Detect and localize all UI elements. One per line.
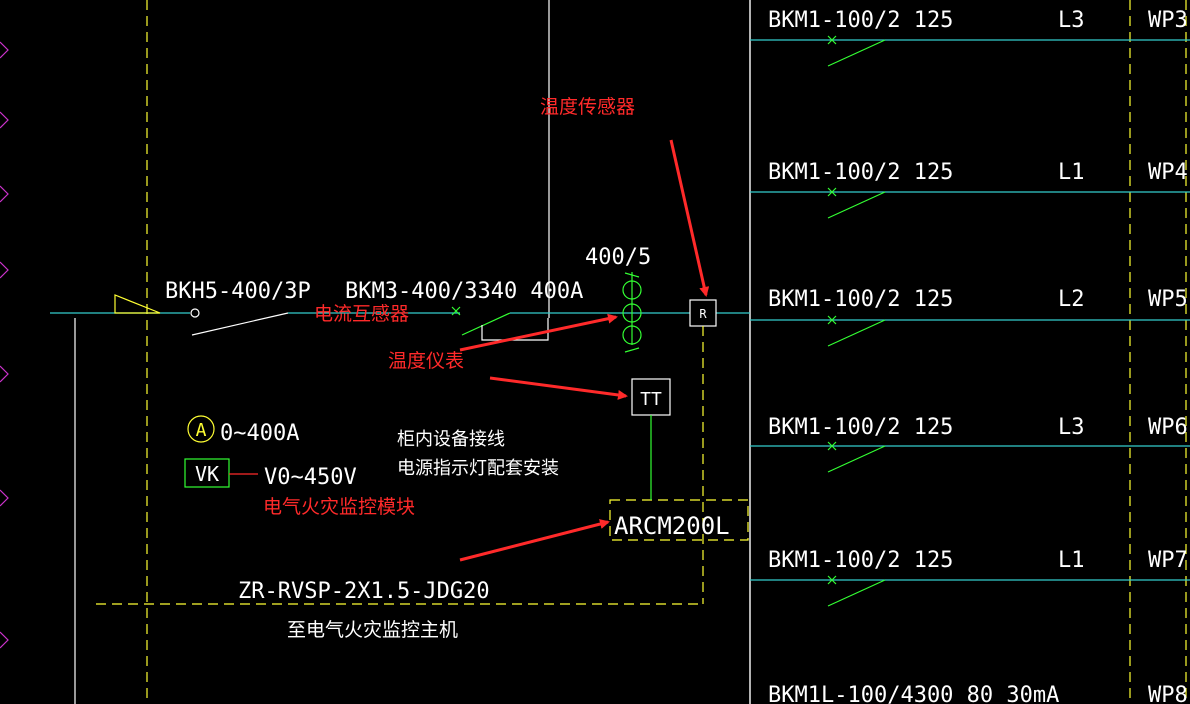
branch-breaker-label: BKM1-100/2 125	[768, 287, 953, 312]
ammeter: A 0~400A	[187, 415, 299, 446]
branch-circuit-label: WP3	[1148, 8, 1188, 33]
branch-circuit: BKM1-100/2 125 L1 WP7	[750, 548, 1190, 607]
branch-phase-label: L2	[1058, 287, 1085, 312]
arrow-to-ct	[459, 313, 618, 352]
branch-circuit: BKM1L-100/4300 80 30mA WP8	[768, 683, 1188, 704]
frame-lines	[74, 0, 1187, 704]
annotation-fire-monitor-module: 电气火灾监控模块	[263, 496, 415, 518]
incoming-switch-label: BKH5-400/3P	[165, 279, 311, 304]
edge-marker	[0, 631, 9, 649]
branch-circuit: BKM1-100/2 125 L2 WP5	[750, 287, 1190, 347]
sensor-box	[689, 299, 717, 327]
edge-marker	[0, 365, 9, 383]
annotation-temperature-meter: 温度仪表	[388, 350, 464, 372]
branch-phase-label: L3	[1058, 415, 1085, 440]
control-wiring	[96, 326, 749, 605]
edge-marker	[0, 41, 9, 59]
voltmeter-range: V0~450V	[264, 465, 357, 490]
branch-phase-label: L1	[1058, 548, 1085, 573]
main-breaker-box	[481, 318, 549, 341]
branch-phase-label: L3	[1058, 8, 1085, 33]
incoming-triangle	[114, 294, 161, 314]
branch-circuit: BKM1-100/2 125 L3 WP6	[750, 415, 1190, 473]
branch-circuit-label: WP7	[1148, 548, 1188, 573]
main-breaker-label: BKM3-400/3340 400A	[345, 279, 583, 304]
isolator-blade	[191, 312, 289, 336]
ammeter-range: 0~400A	[220, 421, 299, 446]
annotation-current-transformer: 电流互感器	[314, 303, 409, 325]
voltmeter-switch-box	[184, 458, 230, 488]
edge-marker	[0, 261, 9, 279]
arrow-to-monitor-module	[459, 519, 610, 562]
edge-marker	[0, 111, 9, 129]
ammeter-symbol: A	[196, 420, 207, 441]
branch-circuit: BKM1-100/2 125 L3 WP3	[750, 8, 1190, 67]
arrow-to-sensor	[669, 139, 710, 297]
left-edge-markers	[0, 41, 9, 649]
sensor-label: R	[699, 307, 707, 321]
branch-circuit: BKM1-100/2 125 L1 WP4	[750, 160, 1190, 219]
current-transformer	[622, 272, 642, 353]
branch-breaker-label: BKM1-100/2 125	[768, 548, 953, 573]
branch-circuit-label: WP8	[1148, 683, 1188, 704]
branch-breaker-label: BKM1-100/2 125	[768, 160, 953, 185]
annotation-temperature-sensor: 温度传感器	[540, 96, 635, 118]
cable-spec: ZR-RVSP-2X1.5-JDG20	[238, 579, 490, 604]
ammeter-circle	[187, 415, 215, 443]
monitor-module-dashed-box	[609, 499, 749, 541]
voltmeter-switch-label: VK	[195, 462, 219, 486]
branch-breaker-label: BKM1-100/2 125	[768, 415, 953, 440]
cabinet-wiring-note-2: 电源指示灯配套安装	[397, 458, 559, 479]
branch-circuit-label: WP4	[1148, 160, 1188, 185]
monitor-module-label: ARCM200L	[614, 512, 730, 540]
cable-destination: 至电气火灾监控主机	[287, 619, 458, 641]
branch-phase-label: L1	[1058, 160, 1085, 185]
voltmeter: VK V0~450V	[184, 458, 357, 490]
edge-marker	[0, 185, 9, 203]
main-breaker-cross	[451, 306, 461, 316]
isolator-contact	[190, 308, 200, 318]
annotation-arrows	[459, 139, 710, 562]
branch-circuit-label: WP5	[1148, 287, 1188, 312]
temp-meter-box	[631, 378, 671, 416]
branch-breaker-label: BKM1L-100/4300 80 30mA	[768, 683, 1059, 704]
branch-circuit-label: WP6	[1148, 415, 1188, 440]
main-line: BKH5-400/3P BKM3-400/3340 400A 400/5	[50, 245, 750, 341]
cabinet-wiring-note-1: 柜内设备接线	[397, 429, 505, 450]
arrow-to-temp-meter	[489, 376, 628, 400]
branch-breaker-label: BKM1-100/2 125	[768, 8, 953, 33]
temperature-meter: TT	[631, 378, 671, 500]
edge-marker	[0, 489, 9, 507]
main-breaker-blade	[461, 312, 511, 336]
temperature-sensor: R	[689, 299, 717, 327]
temp-meter-label: TT	[640, 389, 662, 410]
ct-ratio-label: 400/5	[585, 245, 651, 270]
